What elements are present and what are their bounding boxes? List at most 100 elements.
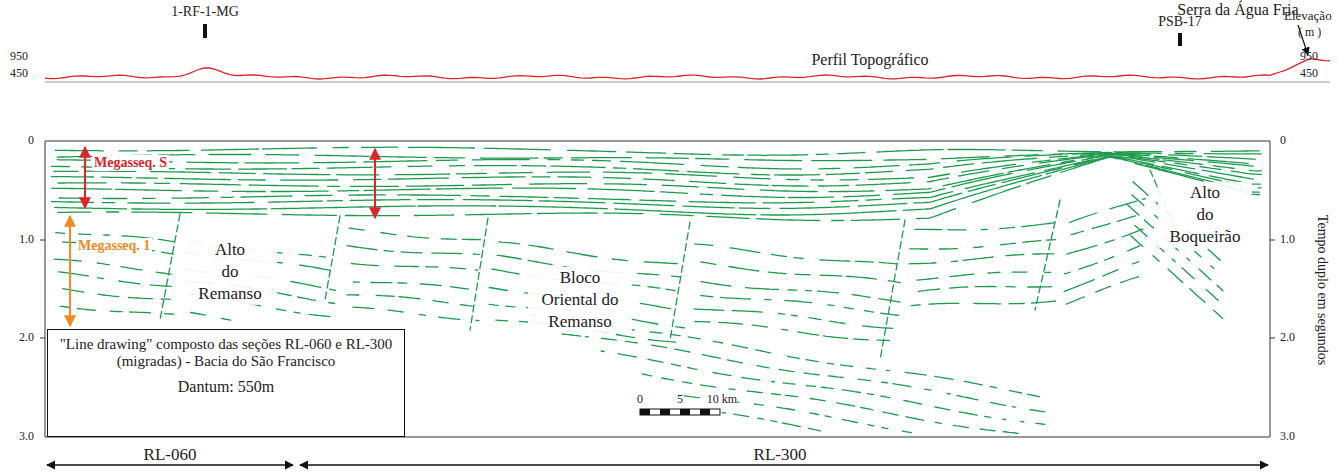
reflector xyxy=(952,260,958,262)
reflector xyxy=(902,431,911,432)
reflector xyxy=(1195,252,1201,257)
reflector xyxy=(689,202,755,203)
reflector xyxy=(329,302,335,304)
reflector xyxy=(676,327,685,328)
reflector xyxy=(882,428,888,429)
reflector xyxy=(476,320,479,321)
reflector xyxy=(433,301,448,303)
reflector xyxy=(1110,201,1137,209)
unit-label: ( m ) xyxy=(1298,26,1321,40)
reflector xyxy=(858,379,870,381)
reflector xyxy=(300,265,330,270)
reflector xyxy=(788,289,797,291)
reflector xyxy=(748,154,808,156)
reflector xyxy=(747,391,762,393)
reflector xyxy=(865,171,892,173)
reflector xyxy=(473,253,479,255)
reflector xyxy=(1103,270,1118,276)
fault-line xyxy=(325,216,340,300)
reflector xyxy=(944,164,974,168)
reflector xyxy=(844,307,853,308)
reflector xyxy=(1190,289,1205,303)
reflector xyxy=(915,229,942,231)
reflector xyxy=(327,167,372,169)
reflector xyxy=(54,171,78,172)
reflector xyxy=(820,275,841,277)
reflector xyxy=(395,266,419,268)
reflector xyxy=(548,159,560,160)
reflector xyxy=(271,190,328,192)
reflector xyxy=(209,154,251,155)
reflector xyxy=(867,368,876,369)
reflector xyxy=(172,197,208,199)
reflector xyxy=(806,386,815,387)
reflector xyxy=(947,393,950,395)
reflector xyxy=(789,196,834,198)
reflector xyxy=(1000,227,1015,228)
reflector xyxy=(775,174,820,176)
reflector xyxy=(409,147,475,149)
axis-tick: 0 xyxy=(28,134,34,148)
reflector xyxy=(786,395,798,397)
reflector xyxy=(104,234,110,236)
reflector xyxy=(798,332,819,335)
reflector xyxy=(882,381,888,383)
reflector xyxy=(980,429,995,431)
reflector xyxy=(981,229,987,231)
reflector xyxy=(538,212,598,214)
reflector xyxy=(729,388,735,390)
reflector xyxy=(567,252,597,257)
reflector xyxy=(601,338,616,340)
scale-segment xyxy=(680,409,690,415)
reflector xyxy=(638,273,659,274)
reflector xyxy=(643,374,652,376)
reflector xyxy=(60,306,69,307)
reflector xyxy=(408,165,432,167)
reflector xyxy=(1169,155,1202,157)
reflector xyxy=(806,360,818,362)
reflector xyxy=(819,185,849,187)
reflector xyxy=(128,298,152,299)
reflector xyxy=(554,197,578,199)
axis-tick: 3.0 xyxy=(1280,430,1295,444)
reflector xyxy=(500,196,548,197)
reflector xyxy=(1021,421,1024,423)
reflector xyxy=(906,417,924,421)
reflector xyxy=(396,173,450,175)
reflector xyxy=(787,179,799,181)
reflector xyxy=(787,356,799,358)
reflector xyxy=(544,157,562,158)
reflector xyxy=(1121,277,1139,283)
reflector xyxy=(291,281,321,287)
reflector xyxy=(1211,266,1214,269)
reflector xyxy=(684,396,699,398)
reflector xyxy=(1217,285,1223,290)
reflector xyxy=(713,373,731,376)
reflector xyxy=(985,416,991,417)
reflector xyxy=(187,162,238,164)
reflector xyxy=(1001,243,1016,245)
reflector xyxy=(305,195,332,197)
reflector xyxy=(1127,204,1139,215)
reflector xyxy=(450,268,465,269)
reflector xyxy=(746,288,779,290)
reflector xyxy=(883,412,898,415)
reflector xyxy=(777,407,795,410)
reflector xyxy=(772,185,808,187)
reflector xyxy=(811,179,823,180)
reflector xyxy=(1028,394,1040,396)
reflector xyxy=(376,295,394,296)
reflector xyxy=(886,189,931,191)
reflector xyxy=(1131,236,1143,247)
reflector xyxy=(648,359,663,362)
fault-line xyxy=(1035,200,1060,310)
reflector xyxy=(702,355,720,359)
reflector xyxy=(917,209,956,219)
reflector xyxy=(819,168,840,170)
reflector xyxy=(333,147,348,148)
reflector xyxy=(513,187,576,189)
reflector xyxy=(484,148,550,150)
reflector xyxy=(763,202,814,204)
reflector xyxy=(418,199,454,200)
reflector xyxy=(497,255,521,259)
